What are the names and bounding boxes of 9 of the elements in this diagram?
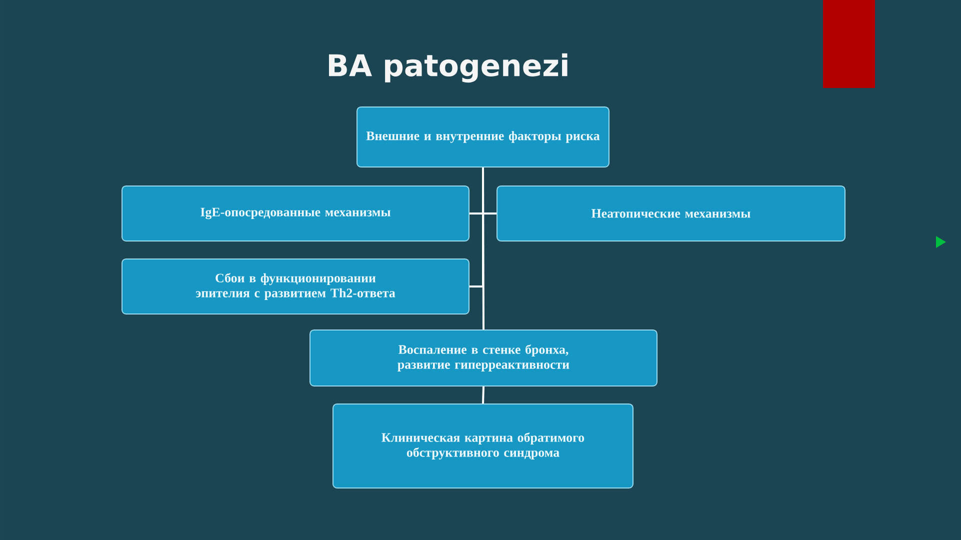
slide-title: BA patogenezi bbox=[328, 53, 568, 83]
connector-line bbox=[482, 386, 484, 404]
process-box: Клиническая картина обратимого обструктивного синдрома bbox=[332, 403, 634, 488]
connector-line bbox=[482, 167, 484, 330]
process-box: Воспаление в стенке бронха, развитие гиперреактивности bbox=[310, 329, 658, 386]
process-box: Внешние и внутренние факторы риска bbox=[356, 106, 610, 168]
process-box: Неатопические механизмы bbox=[496, 185, 846, 242]
process-box: Сбои в функционировании эпителия с развитием Th2-ответа bbox=[122, 258, 470, 314]
process-box: IgE-опосредованные механизмы bbox=[122, 185, 470, 242]
